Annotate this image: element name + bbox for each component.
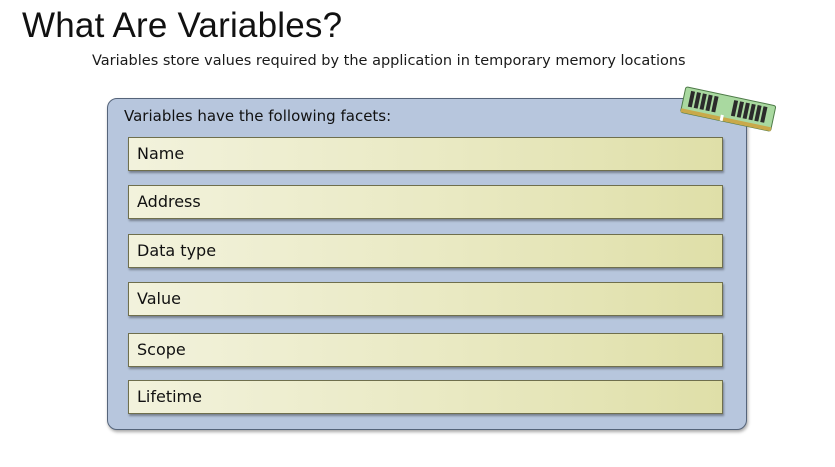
facet-data-type: Data type (128, 234, 723, 268)
memory-module-icon (680, 86, 777, 132)
facet-scope: Scope (128, 333, 723, 367)
facet-address: Address (128, 185, 723, 219)
facets-heading: Variables have the following facets: (124, 107, 392, 125)
facet-value: Value (128, 282, 723, 316)
facet-name: Name (128, 137, 723, 171)
slide-title: What Are Variables? (22, 6, 343, 45)
facets-panel: Variables have the following facets: Nam… (107, 98, 747, 430)
slide-subtitle: Variables store values required by the a… (92, 53, 686, 69)
facet-lifetime: Lifetime (128, 380, 723, 414)
